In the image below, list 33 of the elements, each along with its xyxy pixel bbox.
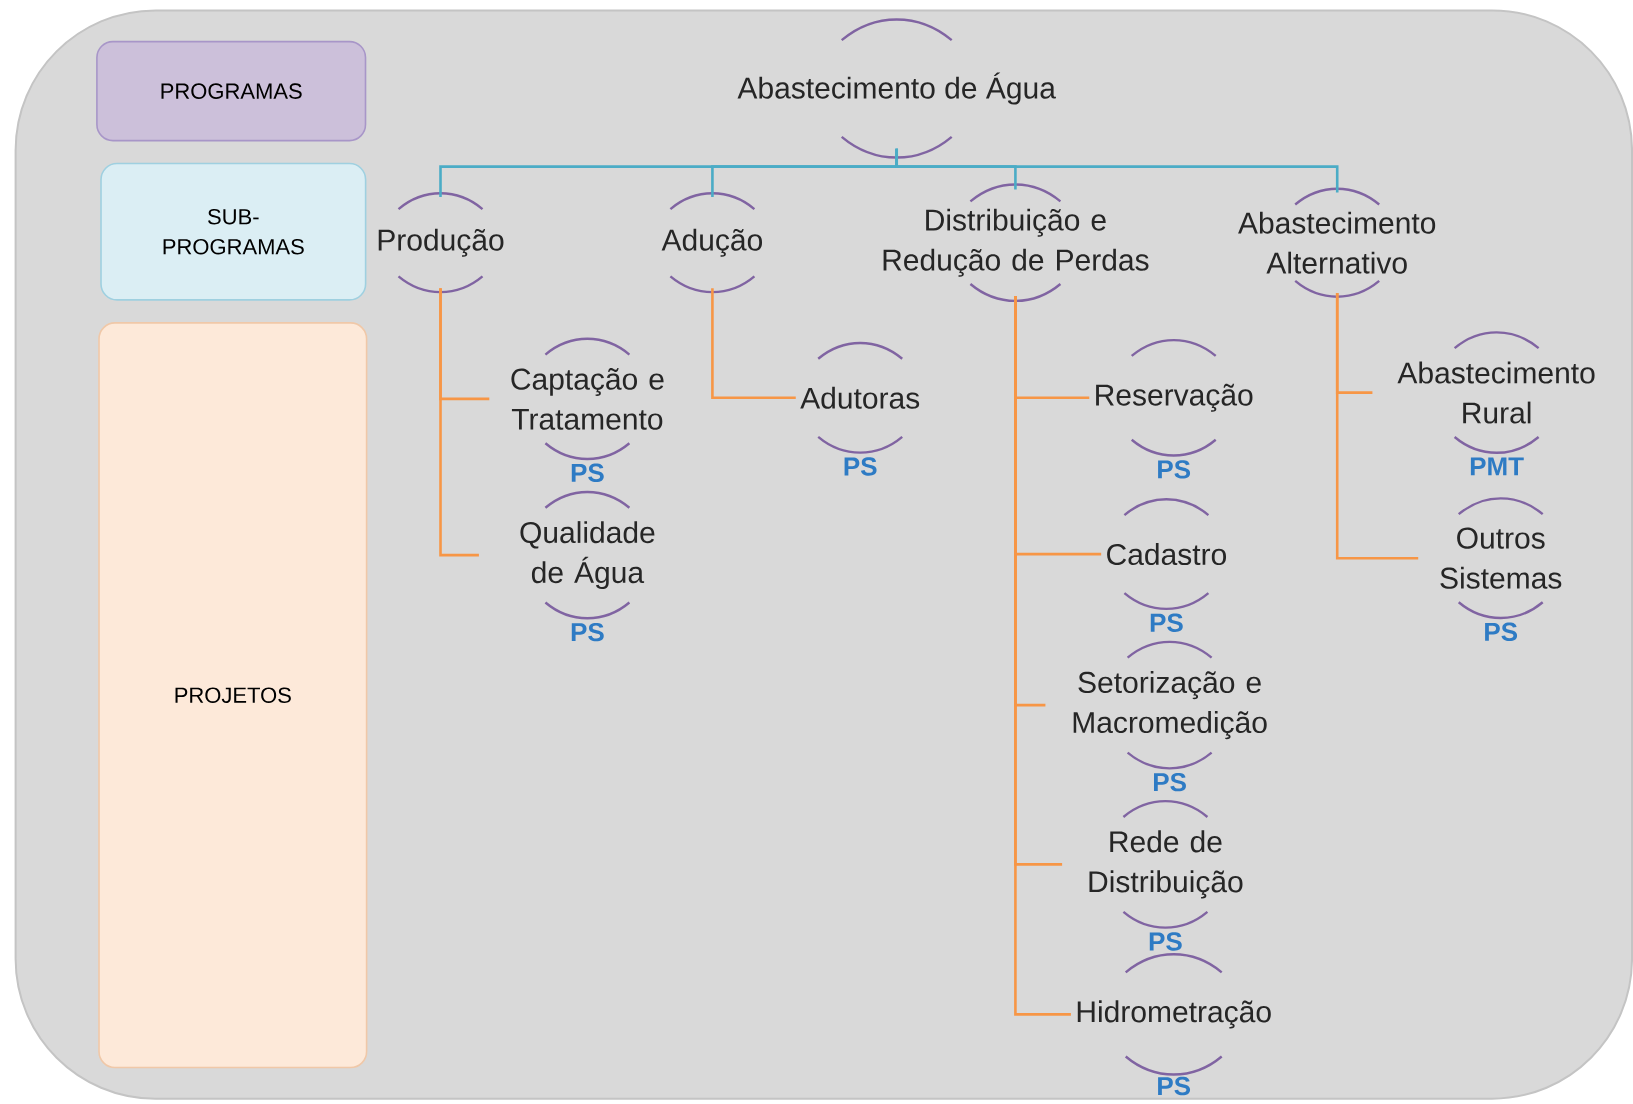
connector-line	[439, 288, 479, 557]
project-code: PS	[1149, 932, 1182, 951]
level-box: PROGRAMAS	[96, 40, 367, 142]
project-node: Hidrometração	[1077, 953, 1271, 1076]
project-code: PS	[571, 622, 604, 642]
project-node: Reservação	[1096, 338, 1253, 457]
project-node: Qualidade de Água	[520, 490, 655, 620]
project-node: Outros Sistemas	[1440, 497, 1562, 620]
connector-line	[895, 148, 1339, 193]
project-node: Adução	[661, 192, 762, 294]
project-code: PS	[1154, 772, 1186, 792]
project-code: PS	[571, 463, 604, 482]
project-node: Distribuição e Redução de Perdas	[883, 183, 1149, 302]
project-node: Rede de Distribuição	[1089, 800, 1243, 929]
connector-line	[1014, 295, 1071, 1016]
level-box: SUB- PROGRAMAS	[100, 162, 367, 301]
project-node: Adutoras	[800, 341, 920, 454]
project-node: Produção	[378, 192, 504, 294]
project-node: Abastecimento de Água	[737, 18, 1056, 159]
project-code: PS	[844, 457, 877, 476]
project-code: PMT	[1470, 457, 1524, 476]
level-box: PROJETOS	[98, 322, 368, 1069]
project-code: PS	[1150, 613, 1183, 632]
project-node: Abastecimento Alternativo	[1238, 187, 1436, 298]
connector-line	[1335, 292, 1419, 560]
project-node: Setorização e Macromedição	[1073, 640, 1267, 770]
project-node: Abastecimento Rural	[1397, 331, 1595, 454]
project-code: PS	[1485, 622, 1518, 642]
project-node: Captação e Tratamento	[511, 337, 664, 461]
project-node: Cadastro	[1107, 498, 1226, 611]
project-code: PS	[1158, 1076, 1191, 1096]
project-code: PS	[1158, 460, 1191, 479]
connector-line	[711, 288, 796, 400]
